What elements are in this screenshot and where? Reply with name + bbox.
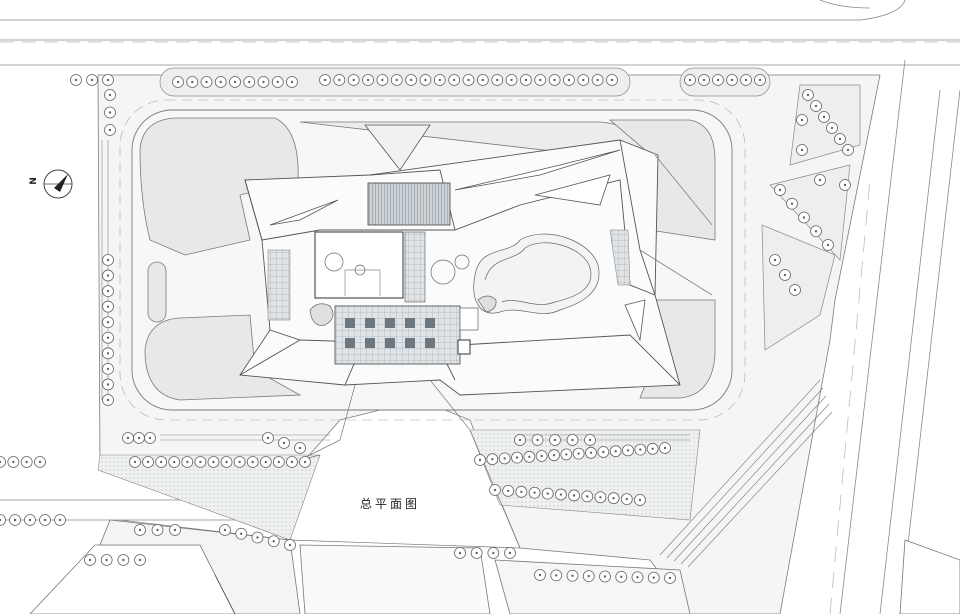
glass-roof-lower <box>334 305 461 365</box>
tree-symbols <box>0 74 854 584</box>
drawing-caption: 总平面图 <box>359 497 420 511</box>
lower-buildings <box>29 519 960 614</box>
north-arrow-icon <box>43 169 73 199</box>
main-building <box>239 139 713 396</box>
tree-symbol-icon <box>0 456 6 468</box>
glass-roof-upper <box>367 182 451 226</box>
tree-symbol-icon <box>0 514 6 526</box>
north-label: N <box>28 177 39 185</box>
skylights <box>269 124 646 342</box>
courtyard <box>309 231 600 331</box>
